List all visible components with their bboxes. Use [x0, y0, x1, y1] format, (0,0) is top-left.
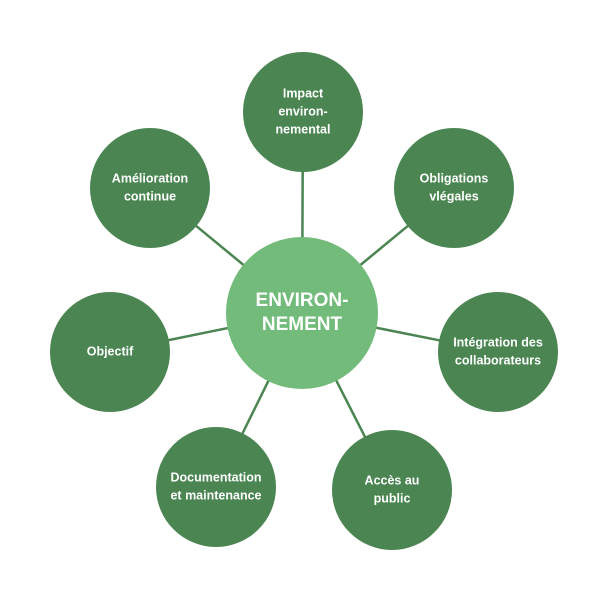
- node-circle-integration[interactable]: [438, 292, 558, 412]
- center-node[interactable]: ENVIRON-NEMENT: [226, 237, 378, 389]
- connector-objectif: [166, 326, 230, 342]
- connectors: [166, 169, 442, 439]
- node-circle-objectif[interactable]: [50, 292, 170, 412]
- node-objectif[interactable]: Objectif: [50, 292, 170, 412]
- node-circle-obligations[interactable]: [394, 128, 514, 248]
- connector-integration: [374, 326, 442, 342]
- connector-obligations: [358, 223, 410, 267]
- node-circle-impact[interactable]: [243, 52, 363, 172]
- connector-acces: [334, 378, 367, 439]
- node-circle-amelioration[interactable]: [90, 128, 210, 248]
- center-circle[interactable]: [226, 237, 378, 389]
- connector-documentation: [240, 378, 271, 436]
- connector-amelioration: [194, 223, 246, 267]
- node-circle-documentation[interactable]: [156, 427, 276, 547]
- node-circle-acces[interactable]: [332, 430, 452, 550]
